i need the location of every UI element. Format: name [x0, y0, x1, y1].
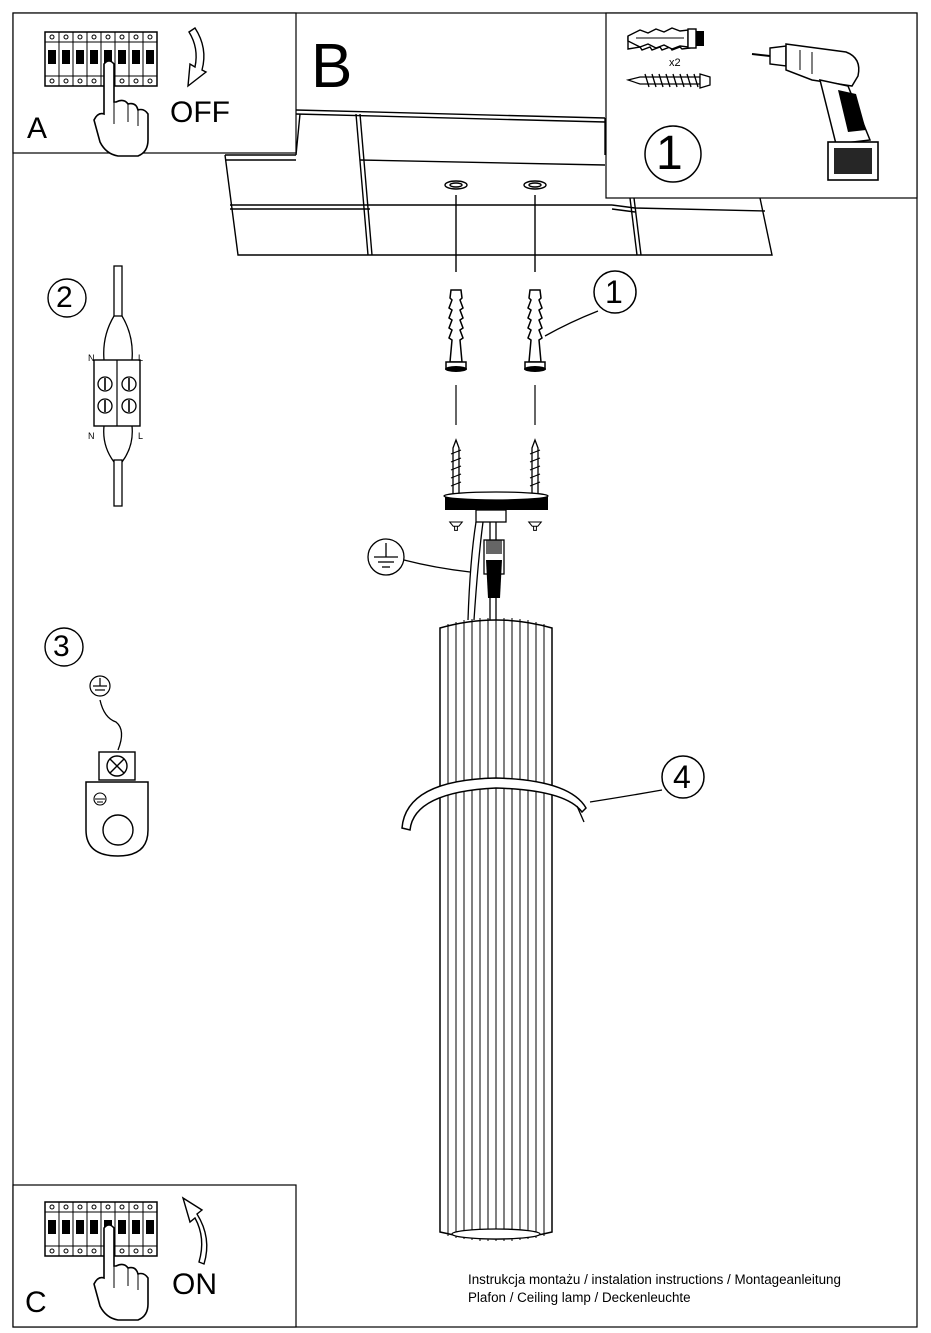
sheet-frame: [12, 12, 918, 1328]
earth-step-number: 3: [53, 630, 70, 663]
wall-plug-icon: [523, 289, 547, 373]
wiring-neutral-bottom: N: [88, 431, 95, 441]
panel-a-letter: A: [27, 112, 48, 145]
earth-symbol-icon: [367, 538, 405, 576]
panel-a: [12, 12, 297, 157]
footer-line-1: Instrukcja montażu / instalation instruc…: [468, 1272, 841, 1287]
anchor-assembly: [444, 270, 637, 503]
wall-plug-icon: [444, 289, 468, 373]
panel-c-state: ON: [172, 1268, 217, 1301]
breaker-switch-icon: [44, 1201, 158, 1257]
wiring-live-bottom: L: [138, 431, 144, 441]
drill-icon: [751, 43, 879, 181]
screw-icon: [625, 73, 711, 89]
wiring-step-number: 2: [56, 281, 73, 314]
ceiling-icon: [224, 109, 773, 272]
panel-c: [12, 1184, 297, 1328]
anchors-step-number: 1: [605, 274, 623, 310]
earth-terminal-icon: [44, 627, 149, 857]
kit-quantity: x2: [669, 57, 681, 69]
footer-line-2: Plafon / Ceiling lamp / Deckenleuchte: [468, 1290, 691, 1305]
screw-icon: [448, 521, 464, 531]
kit-step-number: 1: [656, 127, 683, 180]
curved-arrow-icon: [187, 27, 208, 88]
curved-arrow-icon: [181, 1196, 208, 1265]
step-circle-clip: [661, 755, 705, 799]
step-circle-kit: [644, 125, 702, 183]
wall-plug-icon: [627, 27, 704, 50]
screw-icon: [527, 521, 543, 531]
panel-c-letter: C: [25, 1286, 47, 1319]
wiring-neutral-top: N: [88, 353, 95, 363]
panel-a-state: OFF: [170, 96, 230, 129]
breaker-switch-icon: [44, 31, 158, 87]
wiring-live-top: L: [138, 353, 144, 363]
retaining-clip-icon: [401, 755, 705, 831]
footer: Instrukcja montażu / instalation instruc…: [468, 1271, 841, 1307]
mounting-plate-icon: [443, 491, 549, 621]
step-circle-earth: [44, 627, 84, 667]
step-circle-wiring: [47, 278, 87, 318]
step-circle-anchors: [593, 270, 637, 314]
terminal-block-icon: [47, 265, 141, 507]
clip-step-number: 4: [673, 759, 691, 795]
panel-b-letter: B: [311, 32, 353, 101]
lamp-body-icon: [439, 618, 553, 1241]
kit-panel: [605, 12, 918, 199]
